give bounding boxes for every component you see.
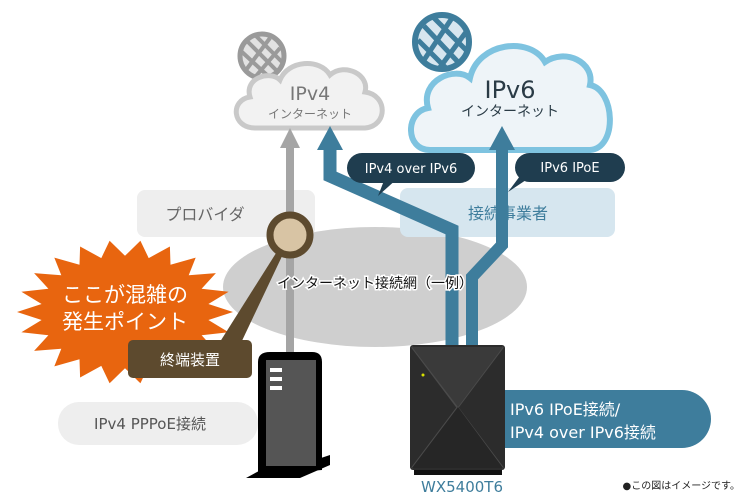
terminal-label: 終端装置 [160,351,220,369]
ipv4-over-ipv6-bubble: IPv4 over IPv6 [347,153,475,196]
ipv4-cloud [233,61,385,131]
ipv4-over-ipv6-label: IPv4 over IPv6 [365,162,458,177]
ipv6-ipoe-label: IPv6 IPoE [540,161,599,176]
ipv6-cloud-title: IPv6 [484,76,535,104]
router-device-icon [410,345,505,475]
image-note: ●この図はイメージです。 [622,480,740,492]
onu-device-icon [246,352,330,478]
congestion-line2: 発生ポイント [62,310,188,334]
globe-icon [237,31,287,81]
router-callout-line1: IPv6 IPoE接続/ [510,400,621,419]
router-callout-line2: IPv4 over IPv6接続 [510,423,656,442]
provider-label: プロバイダ [165,205,244,224]
pppoe-box [58,402,258,445]
ipv4-cloud-subtitle: インターネット [268,107,352,121]
ipv6-ipoe-path [466,126,515,345]
ipv4-over-ipv6-path [317,126,459,345]
terminal-box [128,340,252,378]
router-callout [505,390,711,448]
ipv6-cloud [408,43,613,153]
ipv6-cloud-subtitle: インターネット [461,104,559,120]
network-label: インターネット接続網（一例） [277,275,473,292]
pppoe-label: IPv4 PPPoE接続 [94,415,206,433]
ipv6-ipoe-bubble: IPv6 IPoE [508,153,625,192]
ipv4-cloud-title: IPv4 [290,83,330,105]
router-model-label: WX5400T6 [421,478,503,496]
terminal-callout-tail [218,250,284,345]
congestion-point-ring [266,211,314,259]
congestion-line1: ここが混雑の [62,283,188,307]
globe-icon [412,12,472,72]
